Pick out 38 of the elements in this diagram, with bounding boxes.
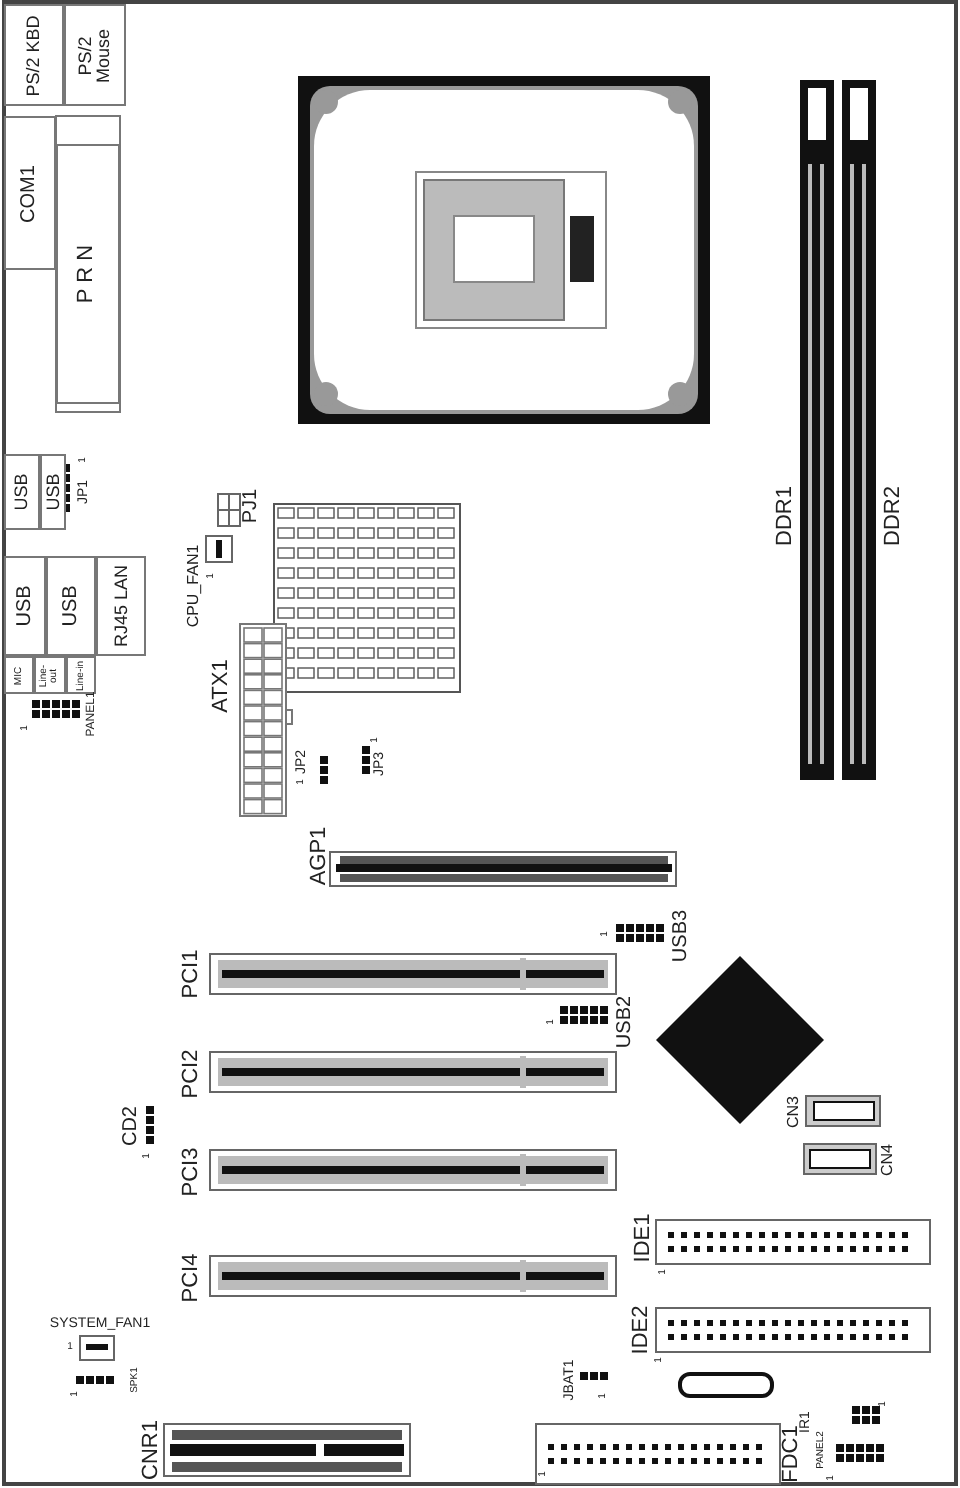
port-label: COM1 — [19, 162, 41, 226]
port-label: P R N — [76, 242, 100, 308]
port-label: PS/2 Mouse — [76, 26, 114, 87]
component-label: CN3 — [786, 1096, 802, 1128]
component-label: PJ1 — [242, 488, 262, 524]
component-label: CPU_FAN1 — [186, 544, 202, 628]
port-label: USB — [43, 471, 63, 515]
component-label: PCI2 — [181, 1049, 203, 1099]
component-label: CNR1 — [141, 1420, 163, 1480]
component-label: IDE2 — [631, 1305, 653, 1355]
component-label: USB2 — [616, 995, 636, 1049]
component-label: DDR2 — [883, 486, 905, 546]
port-box — [4, 454, 40, 530]
port-box — [4, 4, 64, 106]
component-label: USB3 — [672, 909, 692, 963]
port-box — [66, 656, 96, 694]
port-label: PS/2 KBD — [24, 12, 44, 100]
port-box — [40, 454, 66, 530]
port-box — [4, 116, 56, 270]
component-label: IDE1 — [633, 1213, 655, 1263]
port-box — [4, 656, 34, 694]
port-box — [4, 556, 46, 656]
component-label: ATX1 — [211, 659, 233, 713]
component-label: PCI3 — [181, 1147, 203, 1197]
component-label: DDR1 — [775, 486, 797, 546]
port-box — [64, 4, 126, 106]
port-label: RJ45 LAN — [111, 562, 131, 652]
port-box — [96, 556, 146, 656]
component-label: CN4 — [880, 1144, 896, 1176]
component-label: AGP1 — [309, 826, 331, 886]
port-label: USB — [60, 583, 82, 631]
port-label: USB — [12, 471, 32, 515]
port-box — [56, 144, 120, 404]
component-label: CD2 — [122, 1106, 142, 1146]
port-label: USB — [14, 583, 36, 631]
port-box — [46, 556, 96, 656]
component-label: PCI4 — [181, 1253, 203, 1303]
component-label: PCI1 — [181, 949, 203, 999]
